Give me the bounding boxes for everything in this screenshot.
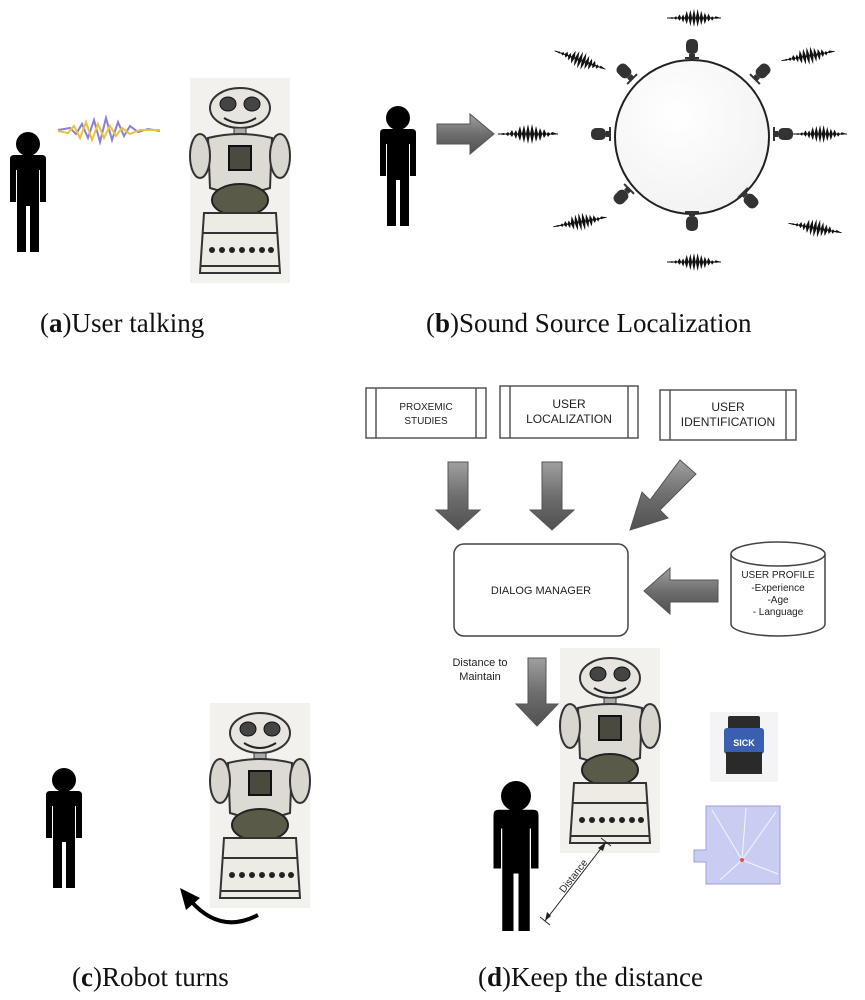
identification-label-line1: USER xyxy=(711,400,745,414)
mic-icon xyxy=(610,183,635,208)
dialog-manager-box: DIALOG MANAGER xyxy=(453,543,629,637)
sound-wave-icon xyxy=(666,252,722,272)
localization-label-line1: USER xyxy=(552,397,586,411)
sensor-brand-label: SICK xyxy=(733,738,755,748)
user-profile-item: -Age xyxy=(767,595,789,606)
arrow-dialog-to-robot xyxy=(514,657,560,727)
caption-c-text: Robot turns xyxy=(101,962,229,992)
direction-arrow xyxy=(436,112,495,156)
caption-c: (c)Robot turns xyxy=(72,962,229,992)
user-profile-title: USER PROFILE xyxy=(741,570,815,581)
mic-icon xyxy=(749,60,774,85)
robot-image-a xyxy=(189,77,291,284)
user-profile-item: - Language xyxy=(753,607,804,618)
user-figure-b xyxy=(380,106,416,226)
caption-a-letter: a xyxy=(49,308,63,338)
user-profile-database: USER PROFILE -Experience -Age - Language xyxy=(730,541,826,637)
mic-icon xyxy=(591,127,611,141)
distance-label: Distance xyxy=(558,857,591,895)
sound-wave-icon xyxy=(551,41,609,79)
turn-arrow xyxy=(188,898,259,925)
caption-a-text: User talking xyxy=(71,308,205,338)
localization-label-line2: LOCALIZATION xyxy=(526,412,612,426)
identification-label-line2: IDENTIFICATION xyxy=(681,415,775,429)
speech-waveform xyxy=(57,114,161,146)
caption-d-text: Keep the distance xyxy=(511,962,703,992)
caption-b: (b)Sound Source Localization xyxy=(426,308,752,338)
turn-arrow-head xyxy=(180,888,200,910)
caption-c-letter: c xyxy=(81,962,93,992)
caption-d: (d)Keep the distance xyxy=(478,962,703,992)
dialog-manager-label: DIALOG MANAGER xyxy=(491,585,591,597)
panel-b xyxy=(380,8,848,272)
caption-b-text: Sound Source Localization xyxy=(459,308,752,338)
caption-b-letter: b xyxy=(435,308,451,338)
user-identification-box: USER IDENTIFICATION xyxy=(659,389,797,441)
proxemic-studies-box: PROXEMIC STUDIES xyxy=(365,387,487,439)
laser-scan-map xyxy=(693,805,781,885)
proxemic-label-line1: PROXEMIC xyxy=(399,402,452,413)
sound-wave-icon xyxy=(779,41,837,71)
caption-d-letter: d xyxy=(487,962,503,992)
user-localization-box: USER LOCALIZATION xyxy=(499,385,639,439)
sound-wave-icon xyxy=(551,207,609,237)
user-figure-d xyxy=(493,781,539,931)
arrow-identification-to-dialog xyxy=(629,459,697,531)
mic-icon xyxy=(685,39,699,59)
arrow-profile-to-dialog xyxy=(643,566,719,616)
distance-to-maintain-line1: Distance to xyxy=(452,657,507,669)
mic-icon xyxy=(613,60,638,85)
user-figure-c xyxy=(46,768,82,888)
mic-icon xyxy=(773,127,793,141)
incoming-sound-wave xyxy=(497,123,559,145)
sound-wave-icon xyxy=(786,213,844,243)
panel-d: PROXEMIC STUDIES USER LOCALIZATION USER … xyxy=(365,385,826,931)
arrow-proxemic-to-dialog xyxy=(434,461,482,531)
sound-wave-icon xyxy=(792,124,848,144)
robot-image-c xyxy=(209,702,311,909)
robot-image-d xyxy=(559,647,661,854)
sound-wave-icon xyxy=(666,8,722,28)
arrow-localization-to-dialog xyxy=(528,461,576,531)
proxemic-label-line2: STUDIES xyxy=(404,416,448,427)
panel-a xyxy=(10,77,291,284)
laser-sensor-image: SICK xyxy=(710,712,778,782)
distance-to-maintain-line2: Maintain xyxy=(459,671,501,683)
panel-c xyxy=(46,702,311,925)
user-figure-a xyxy=(10,132,46,252)
user-profile-item: -Experience xyxy=(751,583,805,594)
caption-a: (a)User talking xyxy=(40,308,205,338)
